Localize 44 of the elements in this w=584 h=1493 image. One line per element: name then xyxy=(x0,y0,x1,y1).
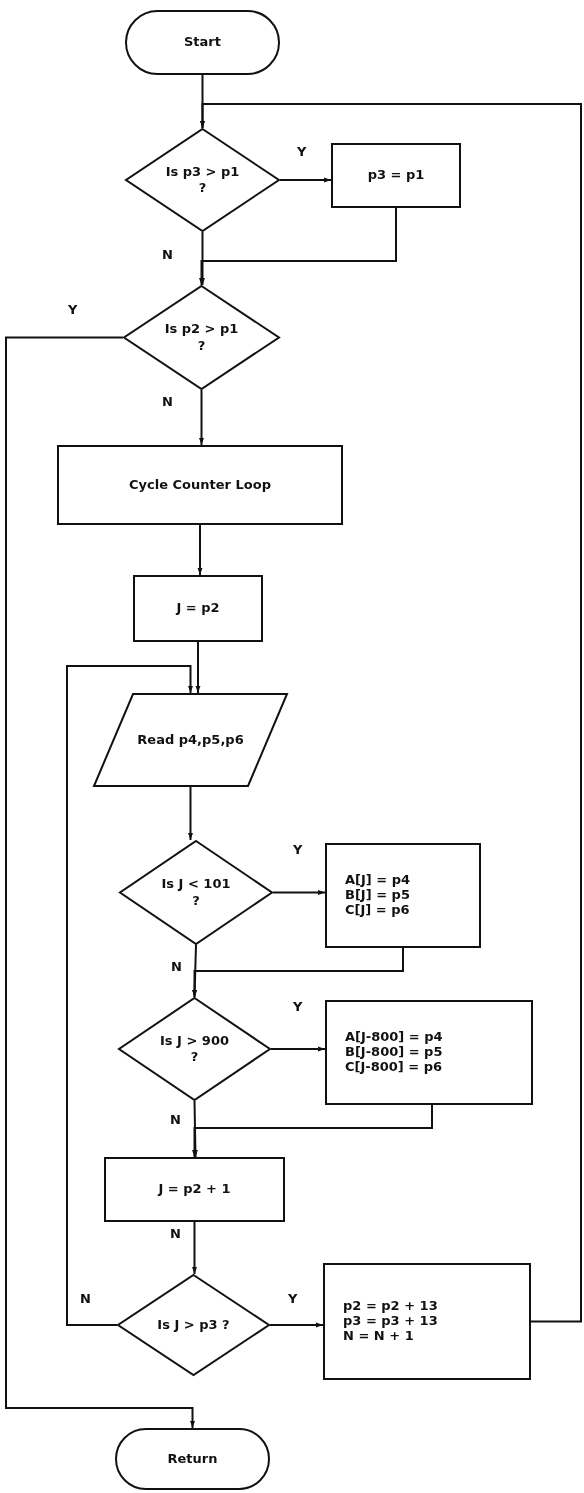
step-text: Read p4,p5,p6 xyxy=(137,731,244,749)
step-text: p2 = p2 + 13 xyxy=(343,1299,438,1315)
process-box xyxy=(323,1263,531,1380)
step-text: Cycle Counter Loop xyxy=(129,476,271,494)
step-text: N = N + 1 xyxy=(343,1328,414,1344)
arrow xyxy=(5,336,195,1429)
decision-text: Is J < 101 ? xyxy=(160,876,232,909)
arrow xyxy=(199,389,204,446)
process-box xyxy=(331,143,461,208)
arrow xyxy=(200,231,205,286)
decision-text: Is p3 > p1 ? xyxy=(164,163,241,197)
decision-text: Is J > 900 ? xyxy=(159,1032,230,1066)
step-text: C[J] = p6 xyxy=(345,902,410,918)
step-text: Start xyxy=(184,34,221,51)
step-text: J = p2 + 1 xyxy=(158,1181,231,1198)
step-text: C[J-800] = p6 xyxy=(345,1059,443,1075)
decision-text: Is p2 > p1 ? xyxy=(163,321,240,354)
step-text: p3 = p3 + 13 xyxy=(343,1314,438,1329)
step-text: J = p2 xyxy=(176,600,220,617)
step-text: B[J-800] = p5 xyxy=(345,1045,443,1060)
step-text: A[J] = p4 xyxy=(345,873,411,889)
arrow xyxy=(269,1322,324,1328)
process-box xyxy=(325,1000,533,1105)
process-box xyxy=(325,843,481,948)
process-box xyxy=(104,1157,285,1222)
arrow xyxy=(195,641,201,694)
decision-text: Is J > p3 ? xyxy=(157,1316,230,1334)
step-text: B[J] = p5 xyxy=(345,888,410,903)
arrow xyxy=(270,1046,326,1052)
arrow xyxy=(279,177,332,183)
arrow xyxy=(197,524,203,576)
process-box xyxy=(133,575,263,642)
step-text: Return xyxy=(167,1450,218,1468)
arrow xyxy=(272,890,326,895)
arrow xyxy=(199,207,397,286)
step-text: p3 = p1 xyxy=(367,167,425,184)
arrow xyxy=(188,786,193,841)
arrow xyxy=(66,665,193,1326)
step-text: A[J-800] = p4 xyxy=(345,1030,443,1046)
arrow xyxy=(192,1221,197,1275)
process-box xyxy=(57,445,343,525)
arrow xyxy=(192,947,404,998)
arrow xyxy=(192,1104,433,1158)
arrow xyxy=(200,103,582,1323)
